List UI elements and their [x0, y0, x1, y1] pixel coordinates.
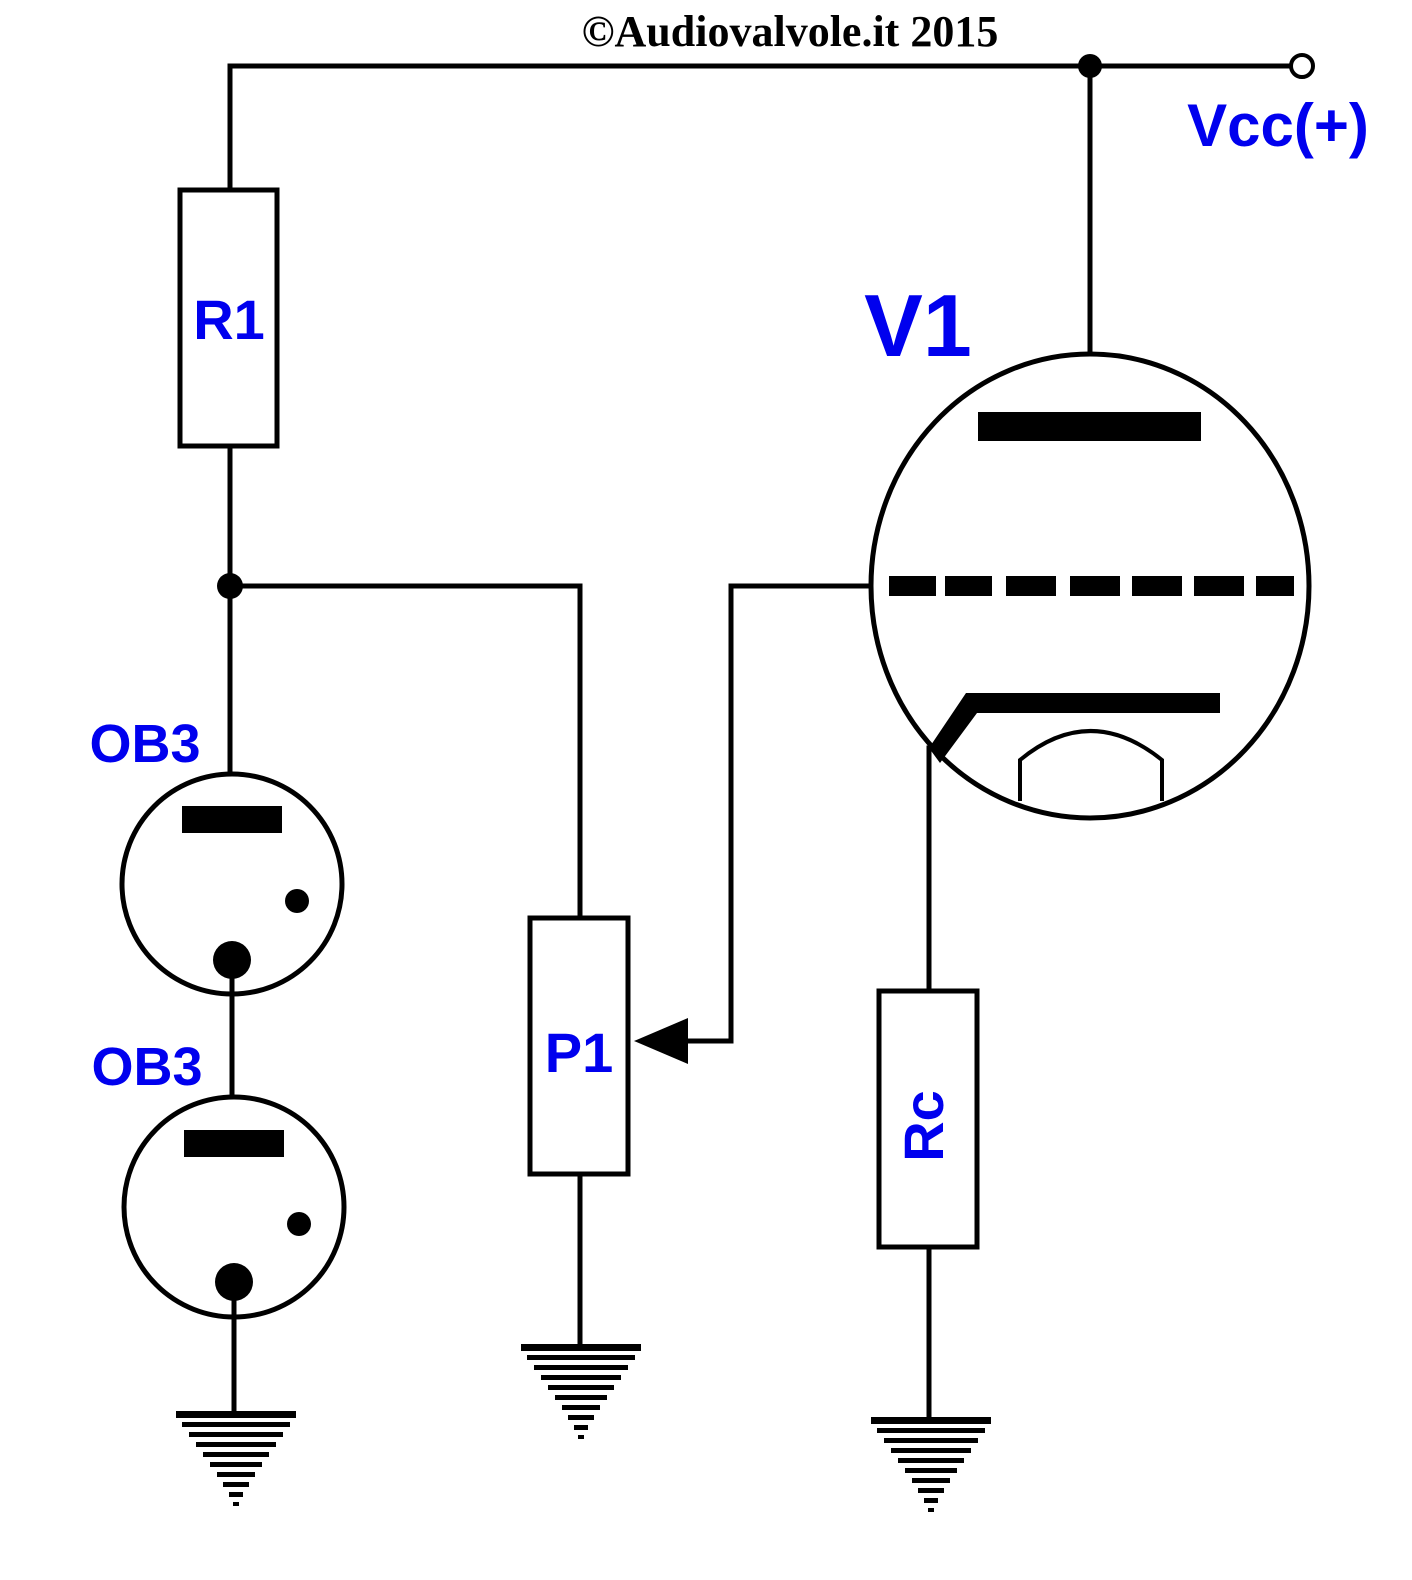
- ground-symbol-rc: [871, 1417, 991, 1512]
- potentiometer-p1: [527, 915, 631, 1177]
- ob3-lower-aux-dot: [287, 1212, 311, 1236]
- v1-label: V1: [864, 276, 972, 375]
- resistor-rc: [876, 988, 980, 1250]
- wiper-arrow: [634, 1018, 688, 1064]
- r1-label: R1: [193, 288, 265, 351]
- v1-cathode: [929, 693, 1220, 763]
- v1-anode-plate: [978, 412, 1201, 441]
- copyright-text: ©Audiovalvole.it 2015: [582, 7, 999, 56]
- ob3-lower-anode: [184, 1130, 284, 1157]
- v1-heater: [1018, 729, 1164, 801]
- rc-label: Rc: [892, 1090, 955, 1162]
- ground-symbol-ob3: [176, 1411, 296, 1506]
- vcc-terminal: [1289, 53, 1315, 79]
- wiper-to-grid-wire: [683, 583, 888, 1044]
- ob3-upper-label: OB3: [89, 714, 200, 774]
- ob3-upper-anode: [182, 806, 282, 833]
- p1-label: P1: [545, 1021, 614, 1084]
- ob3-upper-aux-dot: [285, 889, 309, 913]
- vcc-label: Vcc(+): [1187, 92, 1369, 159]
- supply-rail: [227, 63, 1293, 193]
- ground-symbol-p1: [521, 1344, 641, 1439]
- v1-grid: [889, 576, 1294, 596]
- ref-feed-wire: [227, 583, 583, 921]
- resistor-r1: [177, 187, 280, 449]
- ob3-lower-label: OB3: [91, 1037, 202, 1097]
